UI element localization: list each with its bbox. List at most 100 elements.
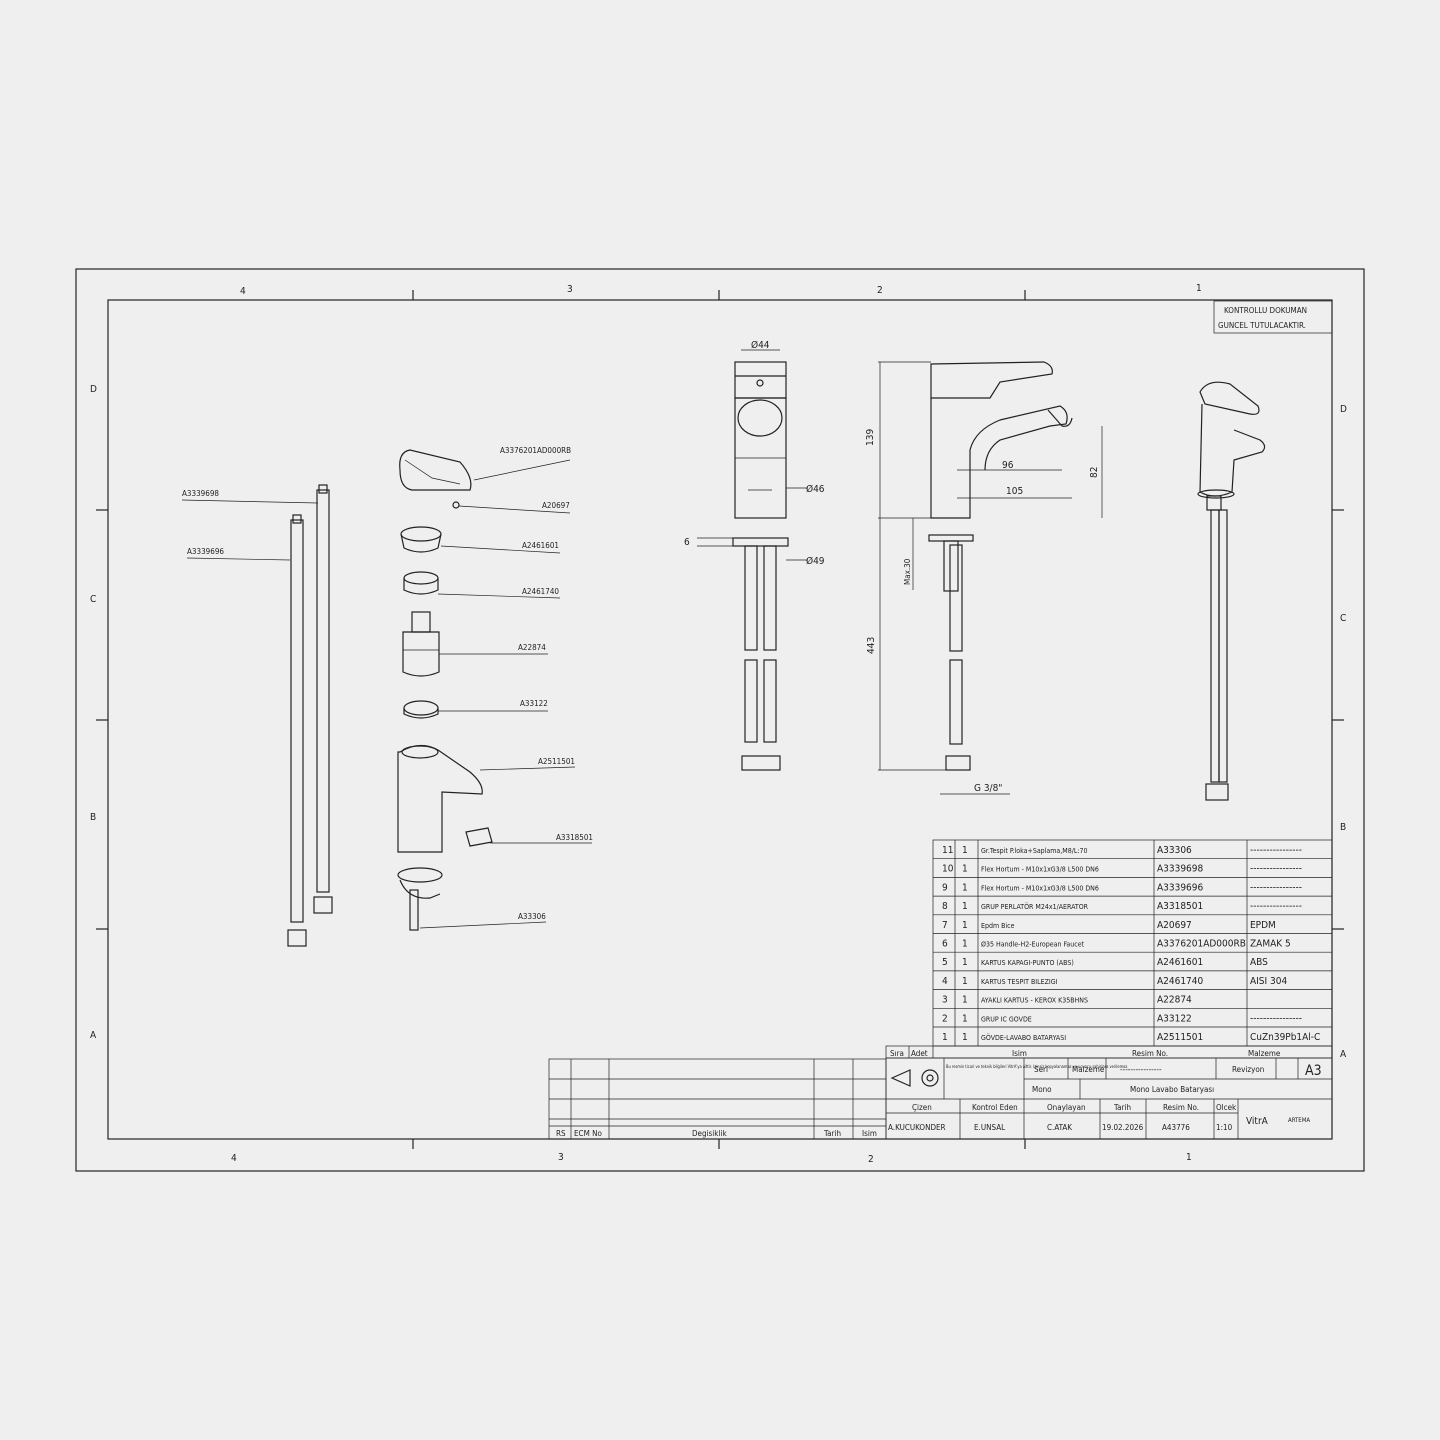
cartridge-part [411, 611, 431, 633]
bom-cell-no: 3 [942, 995, 948, 1006]
bom-cell-material: AISI 304 [1250, 976, 1287, 987]
bom-cell-name: Ø35 Handle-H2-European Faucet [981, 941, 1085, 949]
bom-cell-name: GRUP PERLATÖR M24x1/AERATOR [981, 902, 1089, 911]
grid-right-A: A [1340, 1049, 1347, 1060]
isometric-view [1197, 381, 1266, 801]
tb-olcek: Olcek [1216, 1103, 1237, 1112]
flex-hoses [181, 484, 333, 947]
bom-cell-qty: 1 [962, 920, 968, 931]
callout-aerator: A3318501 [556, 833, 593, 842]
grid-bottom-2: 2 [868, 1154, 874, 1165]
bom-cell-name: GRUP IC GOVDE [981, 1015, 1032, 1023]
bom-cell-qty: 1 [962, 995, 968, 1006]
bom-cell-qty: 1 [962, 882, 968, 893]
aerator-part [465, 827, 493, 847]
outer-frame [75, 268, 1365, 1172]
grid-bottom-1: 1 [1186, 1152, 1192, 1163]
svg-text:GUNCEL TUTULACAKTIR.: GUNCEL TUTULACAKTIR. [1218, 321, 1306, 330]
bom-cell-name: Flex Hortum - M10x1xG3/8 L500 DN6 [981, 866, 1099, 874]
rev-tarih: Tarih [823, 1129, 841, 1138]
callout-seal: A20697 [542, 501, 570, 510]
bom-cell-name: Gr.Tespit P.loka+Saplama,M8/L:70 [981, 847, 1088, 855]
grid-right-D: D [1340, 404, 1347, 415]
callout-inner-body: A33122 [520, 699, 548, 708]
bom-cell-qty: 1 [962, 976, 968, 987]
bom-cell-no: 6 [942, 939, 948, 950]
bom-cell-code: A3318501 [1157, 901, 1203, 912]
inner-body-part [403, 700, 439, 716]
tb-onaylayan: Onaylayan [1047, 1103, 1086, 1112]
grid-left-B: B [90, 812, 96, 823]
bom-cell-no: 8 [942, 901, 948, 912]
grid-left-C: C [90, 594, 96, 605]
main-body-part [397, 744, 483, 853]
bom-cell-name: KARTUS KAPAGI-PUNTO (ABS) [981, 959, 1074, 967]
bom-cell-material: ---------------- [1250, 901, 1302, 912]
bom-cell-qty: 1 [962, 1013, 968, 1024]
bom-cell-qty: 1 [962, 901, 968, 912]
bom-cell-material: ---------------- [1250, 1013, 1302, 1024]
nut-part [403, 571, 439, 585]
tb-tarih-value: 19.02.2026 [1102, 1123, 1144, 1132]
bom-cell-code: A2461601 [1157, 957, 1203, 968]
bom-cell-code: A2511501 [1157, 1032, 1203, 1043]
grid-top-1: 1 [1196, 283, 1202, 294]
bom-cell-code: A22874 [1157, 995, 1192, 1006]
grid-top-3: 3 [567, 284, 573, 295]
bom-cell-code: A33122 [1157, 1013, 1192, 1024]
bom-cell-code: A3339698 [1157, 864, 1203, 875]
rev-isim: Isim [862, 1129, 877, 1138]
exploded-view [397, 449, 592, 931]
bom-h-resim: Resim No. [1132, 1049, 1168, 1058]
bom-cell-material: ---------------- [1250, 845, 1302, 856]
tb-revizyon: Revizyon [1232, 1065, 1264, 1074]
bom-cell-code: A2461740 [1157, 976, 1203, 987]
bom-cell-qty: 1 [962, 957, 968, 968]
dim-d46: Ø46 [806, 483, 825, 495]
grid-right-B: B [1340, 822, 1346, 833]
dim-d49: Ø49 [806, 555, 825, 567]
callout-main-body: A2511501 [538, 757, 575, 766]
callout-fixing-plate: A33306 [518, 912, 546, 921]
control-stamp: KONTROLLU DOKUMAN GUNCEL TUTULACAKTIR. [1213, 300, 1333, 334]
cap-part [400, 526, 442, 542]
callout-handle: A3376201AD000RB [500, 446, 571, 455]
bom-cell-code: A33306 [1157, 845, 1192, 856]
seal-part [452, 501, 460, 509]
bom-cell-material: CuZn39Pb1Al-C [1250, 1032, 1320, 1043]
tb-kontrol: Kontrol Eden [972, 1103, 1018, 1112]
tb-malzeme-value: ---------------- [1120, 1065, 1162, 1074]
tb-title: Mono Lavabo Bataryası [1130, 1085, 1214, 1094]
bom-cell-name: KARTUS TESPIT BILEZIGI [981, 978, 1058, 986]
bom-cell-name: Flex Hortum - M10x1xG3/8 L500 DN6 [981, 884, 1099, 892]
rev-degisiklik: Degisiklik [692, 1129, 727, 1138]
bom-cell-name: Epdm Bice [981, 922, 1015, 930]
callout-hose-10: A3339698 [182, 489, 219, 498]
bom-cell-material: ---------------- [1250, 882, 1302, 893]
tb-tarih: Tarih [1113, 1103, 1131, 1112]
bom-h-isim: Isim [1012, 1049, 1027, 1058]
callout-cap: A2461601 [522, 541, 559, 550]
front-view [697, 349, 808, 771]
bom-cell-no: 4 [942, 976, 948, 987]
dim-105: 105 [1006, 486, 1023, 497]
callout-nut: A2461740 [522, 587, 559, 596]
grid-bottom-3: 3 [558, 1152, 564, 1163]
bom-cell-code: A3339696 [1157, 882, 1203, 893]
grid-top-2: 2 [877, 285, 883, 296]
title-block [885, 1057, 1333, 1140]
callout-hose-9: A3339696 [187, 547, 224, 556]
bom-cell-no: 11 [942, 845, 953, 856]
bom-cell-code: A3376201AD000RB [1157, 939, 1246, 950]
grid-ticks [96, 290, 1344, 1149]
bom-cell-no: 10 [942, 864, 954, 875]
dim-thread: G 3/8" [974, 783, 1002, 794]
tb-kontrol-value: E.UNSAL [974, 1123, 1005, 1132]
handle-part [399, 449, 472, 491]
bom-cell-name: GÖVDE-LAVABO BATARYASI [981, 1033, 1066, 1042]
tb-resim-value: A43776 [1162, 1123, 1190, 1132]
rev-ecm: ECM No [574, 1129, 602, 1138]
grid-right-C: C [1340, 613, 1346, 624]
